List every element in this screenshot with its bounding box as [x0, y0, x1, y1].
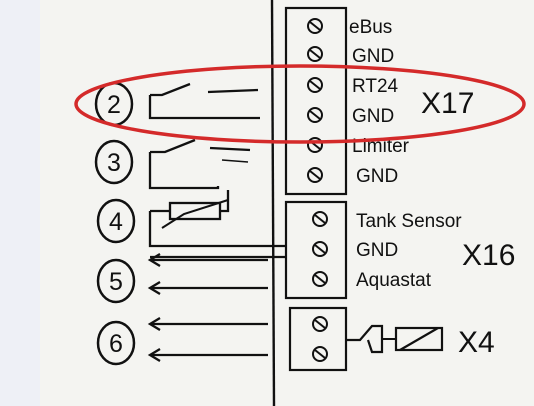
- circuit-5: 5: [96, 253, 268, 304]
- x17-screw-3: [307, 77, 323, 93]
- x17-screw-2: [307, 46, 323, 62]
- circuit-4-number: 4: [109, 208, 123, 236]
- x17-pin-label: RT24: [352, 76, 399, 97]
- arrow-left-icon: [147, 348, 268, 362]
- circuit-5-badge: [96, 258, 136, 304]
- circuit-5-number: 5: [109, 268, 123, 296]
- x16-pin-label: Aquastat: [356, 270, 432, 291]
- x17-screw-1: [307, 18, 323, 34]
- x17-screw-5: [307, 137, 323, 153]
- x16-block-label: X16: [462, 239, 515, 272]
- x17-block-label: X17: [421, 87, 474, 120]
- x17-pin-label: eBus: [349, 17, 392, 38]
- x16-screw-1: [312, 211, 328, 227]
- backbone-line: [270, 0, 276, 406]
- highlight-ring: [74, 64, 526, 144]
- x17-screw-6: [307, 167, 323, 183]
- x16-pin-label: GND: [356, 240, 398, 261]
- circuit-2: 2: [94, 81, 260, 127]
- thermistor-icon: [148, 190, 286, 248]
- switch-icon: [148, 82, 260, 120]
- circuit-6-number: 6: [109, 330, 123, 358]
- circuit-6: 6: [96, 317, 268, 366]
- x17-screw-4: [307, 107, 323, 123]
- x16-housing: [284, 200, 348, 300]
- terminal-block-x17: eBus GND RT24 GND Limiter GND X17: [284, 6, 474, 196]
- circuit-4: 4: [96, 190, 286, 259]
- circuit-2-number: 2: [107, 91, 121, 119]
- x4-screw-2: [312, 346, 328, 362]
- arrow-left-icon: [147, 317, 268, 331]
- terminal-block-x4: X4: [288, 306, 495, 372]
- x17-housing: [284, 6, 348, 196]
- arrow-left-icon: [147, 253, 268, 267]
- x17-pin-label: GND: [352, 46, 394, 67]
- relay-contact-icon: [346, 324, 444, 354]
- x17-screws: [307, 18, 323, 183]
- circuit-3: 3: [94, 138, 251, 190]
- x16-screw-3: [312, 271, 328, 287]
- x16-pin-label: Tank Sensor: [356, 211, 462, 232]
- x4-block-label: X4: [458, 326, 495, 359]
- switch-icon: [148, 138, 251, 190]
- x17-pin-label: GND: [352, 106, 394, 127]
- x4-screw-1: [312, 316, 328, 332]
- circuit-6-badge: [96, 320, 136, 366]
- circuit-4-badge: [96, 198, 136, 244]
- x16-screw-2: [312, 241, 328, 257]
- circuit-3-number: 3: [107, 149, 121, 177]
- terminal-block-x16: Tank Sensor GND Aquastat X16: [284, 200, 515, 300]
- circuit-3-badge: [94, 139, 134, 185]
- x17-pin-label: GND: [356, 166, 398, 187]
- arrow-left-icon: [147, 281, 268, 295]
